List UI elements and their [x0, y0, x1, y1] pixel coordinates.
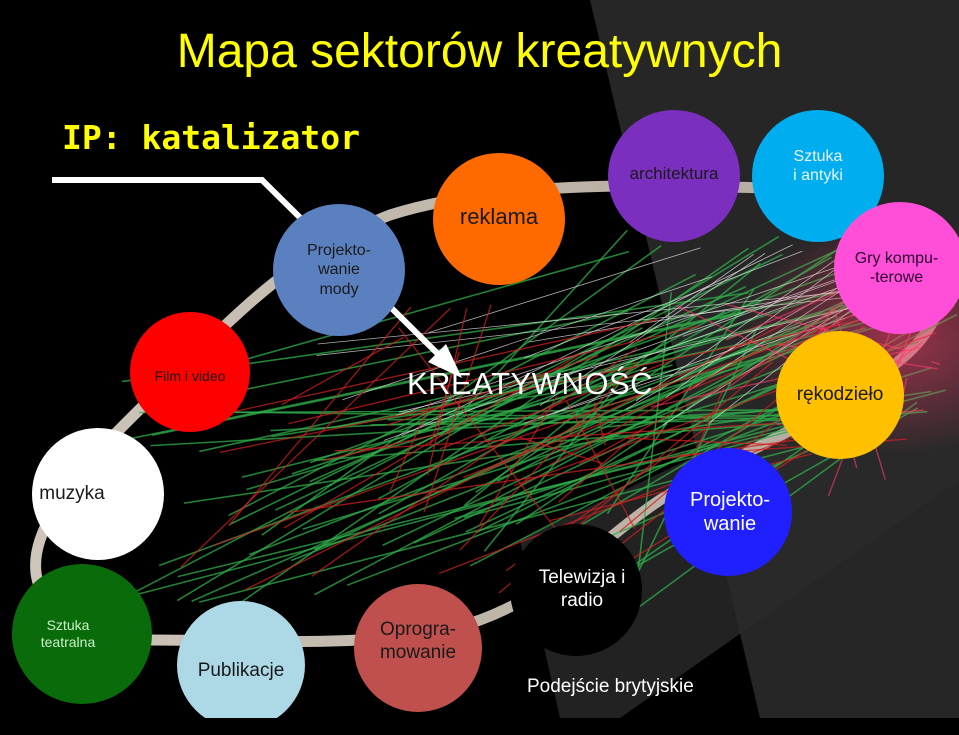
- sector-circle-sztuka-i-antyki: [752, 110, 884, 242]
- sector-label-line: teatralna: [40, 634, 96, 650]
- footer-note: Podejście brytyjskie: [527, 676, 694, 697]
- sector-label-line: reklama: [459, 203, 539, 229]
- network-line: [389, 401, 432, 492]
- sector-label-publikacje: Publikacje: [177, 607, 305, 735]
- sector-label-line: mowanie: [379, 642, 457, 663]
- sector-label-reklama: reklama: [433, 151, 565, 283]
- sector-circle-reklama: [433, 153, 565, 285]
- sector-label-rekodzielo: rękodzieło: [776, 331, 904, 459]
- network-line: [180, 307, 451, 568]
- network-line: [283, 354, 579, 529]
- sector-label-line: Telewizja i: [538, 567, 626, 589]
- sector-label-sztuka-i-antyki: Sztuka i antyki: [752, 100, 884, 232]
- sector-circles: [12, 110, 959, 718]
- network-line: [398, 327, 574, 552]
- network-line: [121, 327, 643, 600]
- sector-label-gry-komputerowe: Gry kompu- -terowe: [834, 202, 959, 334]
- sector-label-film-i-video: Film i video: [130, 316, 250, 436]
- sector-circle-architektura: [608, 110, 740, 242]
- sector-label-line: wanie: [703, 513, 757, 535]
- sector-label-line: i antyki: [793, 167, 843, 184]
- sector-label-line: mody: [319, 280, 359, 298]
- sector-circle-muzyka: [32, 428, 164, 560]
- creative-sectors-diagram: [12, 0, 959, 718]
- network-line: [426, 308, 468, 476]
- center-label: KREATYWNOŚĆ: [406, 366, 654, 401]
- page-title: Mapa sektorów kreatywnych: [176, 25, 783, 78]
- network-line: [423, 304, 492, 513]
- sector-label-projektowanie: Projekto-wanie: [666, 448, 794, 576]
- sector-circle-telewizja-i-radio: [510, 524, 642, 656]
- sector-label-line: Film i video: [154, 367, 226, 384]
- sector-label-line: rękodzieło: [796, 383, 884, 405]
- sector-label-line: wanie: [318, 261, 360, 279]
- sector-label-line: Sztuka: [46, 617, 90, 634]
- network-line: [281, 336, 405, 406]
- sector-circle-projektowanie-mody: [273, 204, 405, 336]
- sector-label-line: Gry kompu-: [854, 249, 939, 267]
- sector-label-line: radio: [560, 590, 604, 611]
- sector-label-line: Projekto-: [306, 242, 372, 260]
- sector-label-line: muzyka: [39, 482, 105, 504]
- network-line: [322, 433, 436, 462]
- sector-circle-film-i-video: [130, 312, 250, 432]
- sector-label-muzyka: muzyka: [6, 428, 138, 560]
- sector-label-line: -terowe: [869, 269, 924, 286]
- sector-label-line: Publikacje: [197, 659, 285, 681]
- sector-circle-publikacje: [177, 601, 305, 718]
- sector-circle-oprogramowanie: [354, 584, 482, 712]
- sector-circle-projektowanie: [664, 448, 792, 576]
- sector-circle-gry-komputerowe: [834, 202, 959, 334]
- sector-label-line: Projekto-: [689, 489, 771, 511]
- subtitle: IP: katalizator: [62, 118, 361, 157]
- sector-circle-sztuka-teatralna: [12, 564, 152, 704]
- sector-circle-rekodzielo: [776, 331, 904, 459]
- sector-label-oprogramowanie: Oprogra-mowanie: [354, 578, 482, 706]
- sector-label-line: Sztuka: [793, 147, 843, 165]
- sector-label-line: Oprogra-: [379, 619, 457, 641]
- network-line: [477, 395, 558, 528]
- sector-label-architektura: architektura: [608, 108, 740, 240]
- sector-label-line: architektura: [629, 163, 719, 183]
- arrow-head: [428, 344, 462, 378]
- network-line: [199, 310, 629, 400]
